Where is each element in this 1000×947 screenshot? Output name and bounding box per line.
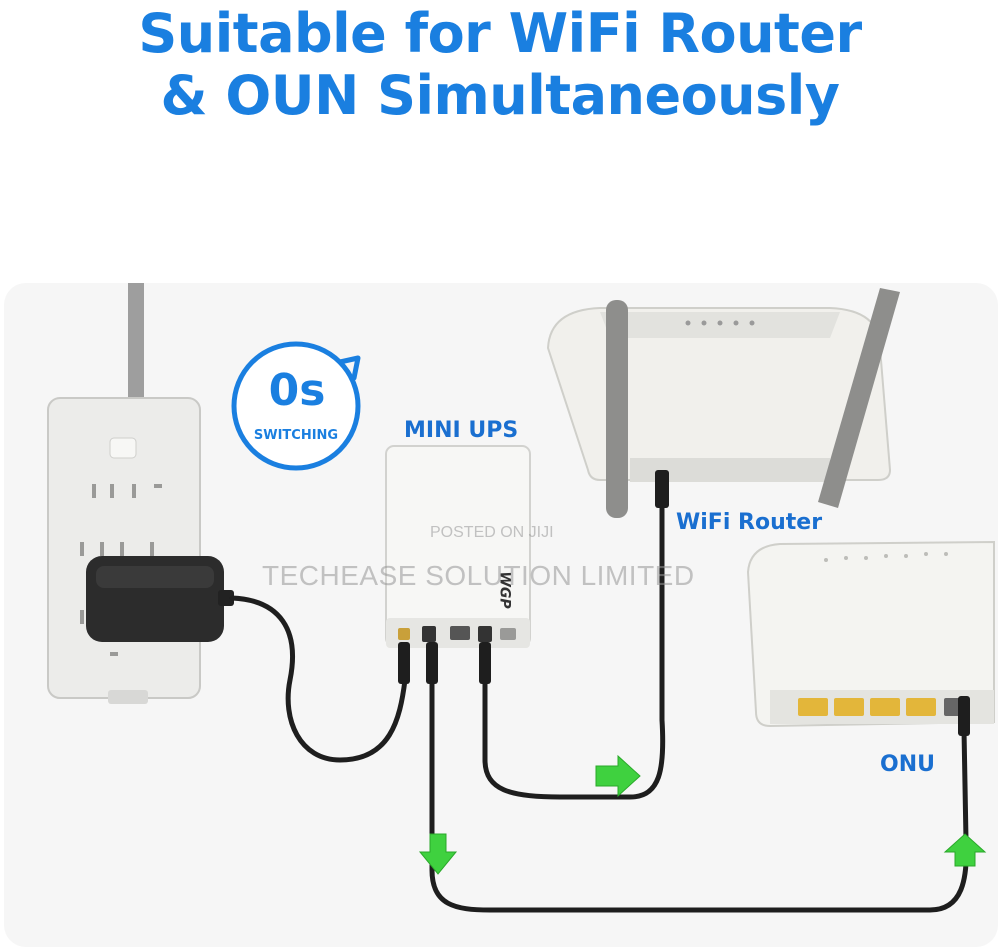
mini-ups-device bbox=[385, 445, 531, 684]
arrow-down bbox=[418, 833, 458, 875]
headline-line-2: & OUN Simultaneously bbox=[160, 64, 840, 127]
switching-badge bbox=[231, 341, 361, 471]
cables bbox=[229, 477, 969, 913]
router-antenna-left bbox=[606, 300, 628, 518]
router-cable bbox=[482, 477, 666, 800]
label-onu: ONU bbox=[880, 752, 935, 777]
switching-caption: SWITCHING bbox=[253, 428, 339, 443]
headline-line-1: Suitable for WiFi Router bbox=[138, 2, 862, 65]
flow-arrows bbox=[418, 754, 987, 875]
arrow-right bbox=[595, 754, 641, 798]
arrow-up bbox=[943, 833, 987, 867]
adapter-cable bbox=[229, 595, 408, 763]
watermark-posted: POSTED ON JIJI bbox=[430, 524, 554, 541]
label-wifi-router: WiFi Router bbox=[676, 510, 823, 535]
watermark-company: TECHEASE SOLUTION LIMITED bbox=[262, 560, 695, 591]
wall-adapter bbox=[86, 556, 234, 642]
onu-cable bbox=[429, 677, 969, 913]
router-antenna-right bbox=[818, 288, 900, 508]
wifi-router-device bbox=[546, 288, 900, 518]
onu-device bbox=[746, 540, 995, 736]
power-strip bbox=[47, 397, 201, 704]
switching-time: 0s bbox=[268, 365, 326, 416]
power-strip-cable bbox=[128, 283, 144, 403]
label-mini-ups: MINI UPS bbox=[404, 418, 519, 443]
